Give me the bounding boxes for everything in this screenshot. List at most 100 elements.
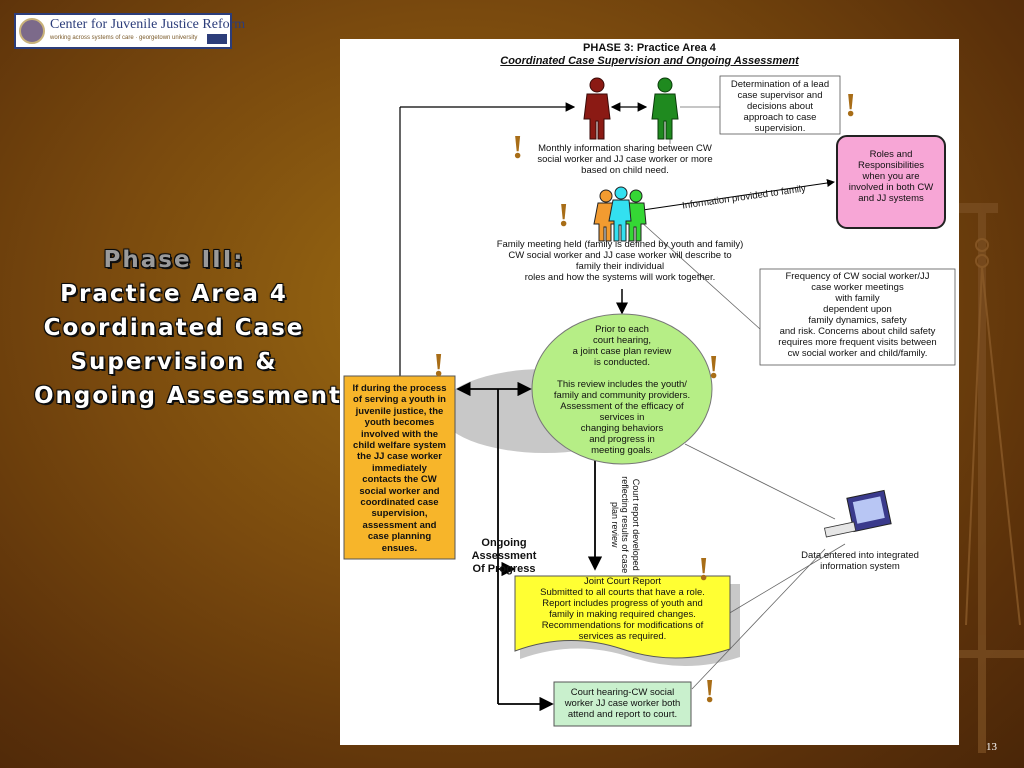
- review-to-data-line: [684, 443, 836, 520]
- cjjr-logo: Center for Juvenile Justice Reform worki…: [14, 13, 245, 49]
- cw-worker-figure-icon: [583, 77, 611, 140]
- text-line: roles and how the systems will work toge…: [524, 272, 716, 283]
- text-line: assessment and: [362, 519, 437, 531]
- monthly-sharing-text: Monthly information sharing between CW s…: [515, 143, 735, 176]
- text-line: when you are: [862, 171, 920, 182]
- exclamation-icon: !: [845, 87, 857, 124]
- text-line: Data entered into integrated: [801, 550, 919, 561]
- text-line: ensues.: [381, 542, 418, 554]
- text-line: reflecting results of case: [620, 476, 631, 574]
- computer-icon: [824, 489, 892, 538]
- family-meeting-text: Family meeting held (family is defined b…: [470, 239, 770, 283]
- text-line: family and community providers.: [553, 390, 691, 401]
- text-line: and risk. Concerns about child safety: [779, 326, 936, 337]
- text-line: and JJ systems: [858, 193, 924, 204]
- text-line: social worker and JJ case worker or more: [537, 154, 713, 165]
- youth-box: [343, 375, 456, 560]
- text-line: child welfare system: [353, 440, 446, 452]
- text-line: based on child need.: [581, 165, 669, 176]
- exclamation-icon: !: [704, 673, 716, 710]
- text-line: contacts the CW: [362, 474, 437, 486]
- info-family-arrow: [635, 179, 835, 212]
- roles-box: [836, 135, 946, 229]
- university-seal-icon: [19, 18, 45, 44]
- diagram-canvas: [343, 75, 956, 727]
- text-line: Court report developed: [630, 478, 641, 571]
- text-line: youth becomes: [364, 417, 435, 429]
- text-line: requires more frequent visits between: [778, 337, 937, 348]
- text-line: immediately: [372, 462, 427, 474]
- text-line: meeting goals.: [591, 445, 653, 456]
- text-line: Assessment: [471, 550, 537, 562]
- review-text: Prior to each court hearing, a joint cas…: [532, 324, 712, 456]
- scales-of-justice-icon: [952, 203, 1024, 753]
- text-line: This review includes the youth/: [557, 379, 687, 390]
- exclamation-icon: !: [558, 197, 570, 234]
- text-line: supervision.: [754, 123, 806, 134]
- text-line: coordinated case: [360, 497, 439, 509]
- slide-title: Phase III: Practice Area 4 Coordinated C…: [34, 243, 343, 413]
- text-line: case planning: [367, 531, 432, 543]
- exclamation-icon: !: [512, 129, 524, 166]
- logo-title: Center for Juvenile Justice Reform: [50, 17, 246, 32]
- text-line: Of Progress: [472, 563, 536, 575]
- text-line: attend and report to court.: [567, 709, 678, 720]
- hearing-text: Court hearing-CW social worker JJ case w…: [554, 687, 691, 720]
- text-line: Responsibilities: [857, 160, 924, 171]
- text-line: involved with the: [360, 428, 439, 440]
- text-line: Ongoing: [481, 537, 527, 549]
- text-line: a joint case plan review: [572, 346, 672, 357]
- diagram-header: PHASE 3: Practice Area 4: [583, 42, 716, 54]
- text-line: If during the process: [352, 383, 447, 394]
- hearing-to-data-line: [691, 548, 826, 690]
- frequency-text: Frequency of CW social worker/JJ case wo…: [760, 271, 955, 359]
- slide-number: 13: [986, 741, 997, 753]
- text-line: family in making required changes.: [549, 609, 696, 620]
- frequency-box: [759, 268, 956, 366]
- text-line: decisions about: [746, 101, 814, 112]
- text-line: Family meeting held (family is defined b…: [496, 239, 744, 250]
- text-line: Assessment of the efficacy of: [560, 401, 684, 412]
- text-line: plan review: [609, 501, 620, 548]
- joint-report-text: Joint Court Report Submitted to all cour…: [515, 576, 730, 642]
- text-line: court hearing,: [592, 335, 652, 346]
- text-line: Court hearing-CW social: [570, 687, 675, 698]
- text-line: involved in both CW: [848, 182, 934, 193]
- youth-text: If during the process of serving a youth…: [344, 383, 455, 554]
- diagram-panel: PHASE 3: Practice Area 4 Coordinated Cas…: [340, 39, 959, 745]
- diagram-subheader: Coordinated Case Supervision and Ongoing…: [500, 55, 799, 67]
- text-line: worker JJ case worker both: [564, 698, 681, 709]
- lead-supervisor-box: [719, 75, 841, 135]
- text-line: Monthly information sharing between CW: [538, 143, 712, 154]
- text-line: Roles and: [869, 149, 913, 160]
- court-report-developed-label: Court report developed reflecting result…: [609, 455, 641, 595]
- exclamation-icon: !: [433, 347, 445, 384]
- text-line: Joint Court Report: [583, 576, 662, 587]
- text-line: changing behaviors: [580, 423, 664, 434]
- exclamation-icon: !: [698, 551, 710, 588]
- title-line: Coordinated Case: [43, 315, 305, 341]
- title-line: Supervision &: [70, 349, 278, 375]
- text-line: supervision,: [371, 508, 428, 520]
- hearing-box: [553, 681, 692, 727]
- text-line: services in: [599, 412, 645, 423]
- gppi-badge: [207, 34, 227, 44]
- text-line: family dynamics, safety: [808, 315, 907, 326]
- text-line: [532, 368, 712, 379]
- text-line: is conducted.: [594, 357, 650, 368]
- title-line: Practice Area 4: [60, 281, 288, 307]
- title-line: Phase III:: [103, 247, 245, 273]
- frequency-pointer: [639, 220, 761, 330]
- text-line: Determination of a lead: [730, 79, 830, 90]
- text-line: Frequency of CW social worker/JJ: [785, 271, 930, 282]
- ongoing-assessment-label: Ongoing Assessment Of Progress: [456, 537, 552, 576]
- text-line: information system: [820, 561, 900, 572]
- joint-report-shape: [514, 575, 731, 659]
- text-line: Prior to each: [595, 324, 649, 335]
- text-line: of serving a youth in: [353, 394, 446, 406]
- exclamation-icon: !: [708, 349, 720, 386]
- text-line: dependent upon: [823, 304, 892, 315]
- text-line: approach to case: [743, 112, 817, 123]
- text-line: CW social worker and JJ case worker will…: [508, 250, 732, 261]
- title-line: Ongoing Assessment: [34, 383, 343, 409]
